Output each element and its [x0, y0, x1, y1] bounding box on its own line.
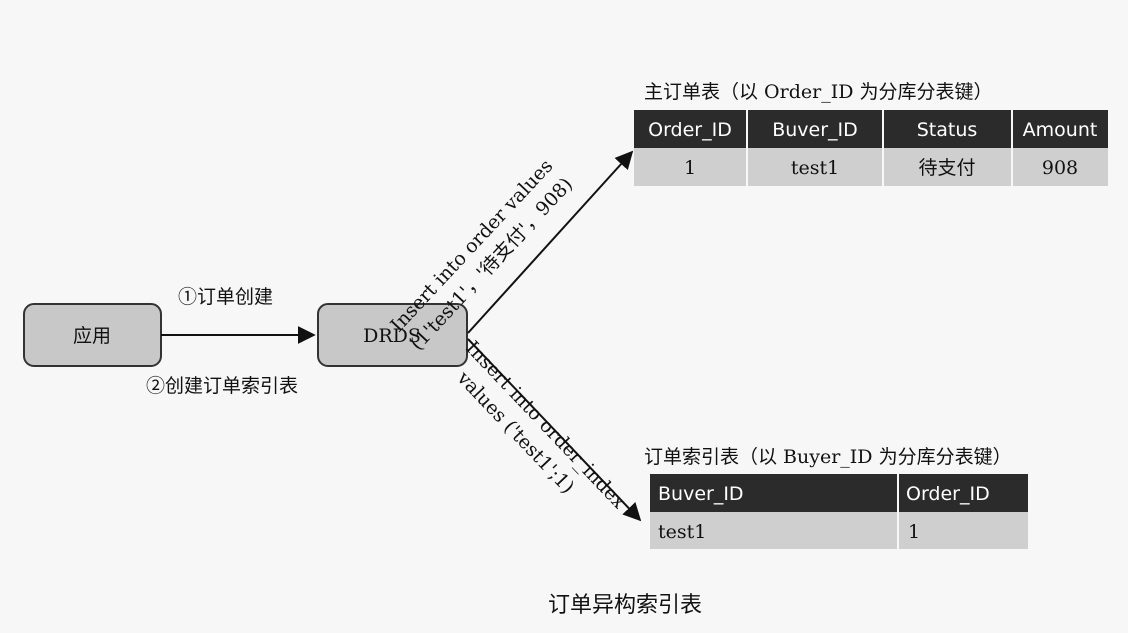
main-header-buyer-id: Buver_ID	[772, 119, 858, 141]
step1-label: ①订单创建	[178, 286, 273, 308]
index-header-order-id: Order_ID	[906, 483, 990, 505]
main-header-amount: Amount	[1023, 119, 1098, 141]
arrow-drds-to-index-table	[467, 338, 642, 522]
arrow-drds-to-main-table	[467, 150, 634, 334]
step2-label: ②创建订单索引表	[146, 375, 298, 397]
index-table-title: 订单索引表（以 Buyer_ID 为分库分表键）	[644, 446, 1012, 468]
app-node-label: 应用	[73, 325, 111, 347]
order-index-table: 订单索引表（以 Buyer_ID 为分库分表键） Buver_ID Order_…	[644, 446, 1028, 549]
main-cell-amount: 908	[1042, 157, 1078, 179]
index-cell-order-id: 1	[908, 521, 920, 543]
main-order-table: 主订单表（以 Order_ID 为分库分表键） Order_ID Buver_I…	[634, 81, 1108, 186]
main-cell-status: 待支付	[918, 157, 975, 179]
main-cell-buyer-id: test1	[791, 157, 839, 179]
index-header-buyer-id: Buver_ID	[658, 483, 744, 505]
main-header-order-id: Order_ID	[648, 119, 732, 141]
main-cell-order-id: 1	[684, 157, 696, 179]
drds-node-label: DRDS	[363, 325, 421, 347]
main-insert-line2: (1'test1'，'待支付'，908)	[406, 173, 577, 354]
main-insert-line1: Insert into order values	[386, 155, 557, 336]
main-table-title: 主订单表（以 Order_ID 为分库分表键）	[644, 81, 992, 103]
index-cell-buyer-id: test1	[658, 521, 706, 543]
index-insert-line1: Insert into order_index	[461, 337, 630, 513]
app-node: 应用	[23, 303, 162, 367]
drds-node: DRDS	[317, 303, 468, 367]
figure-caption: 订单异构索引表	[548, 593, 702, 618]
main-header-status: Status	[917, 119, 978, 141]
